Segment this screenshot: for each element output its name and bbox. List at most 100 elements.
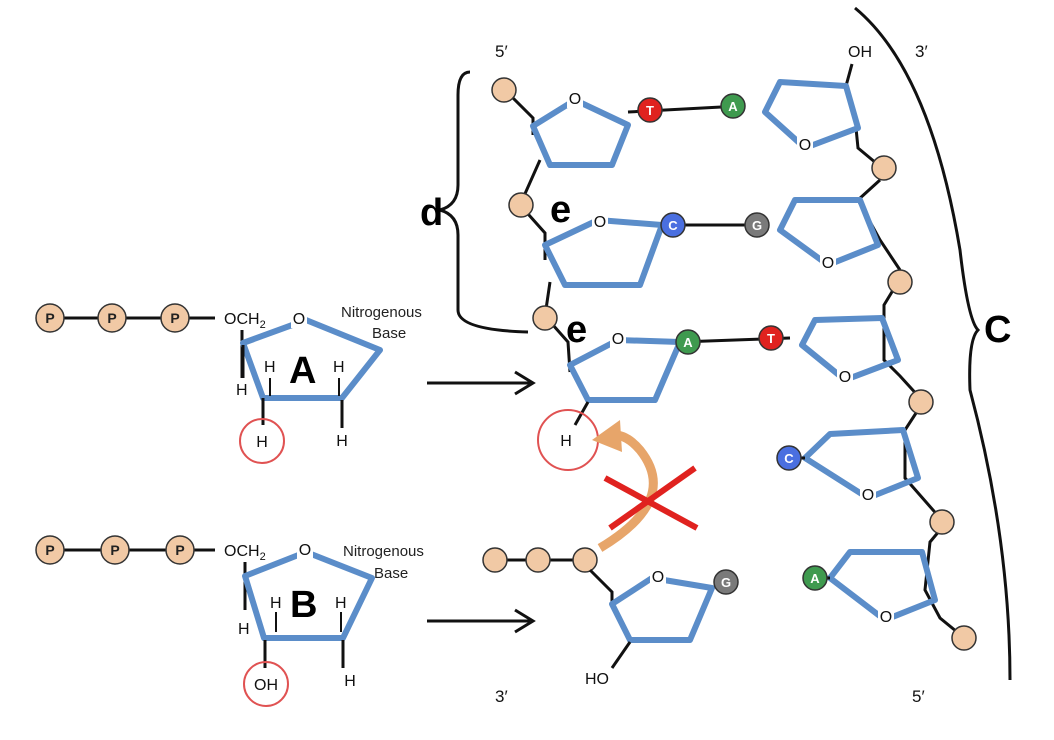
- base-g-row2: G: [744, 212, 770, 238]
- base-letter: A: [728, 99, 738, 114]
- oh-top: OH: [848, 44, 872, 61]
- incoming-nucleotide: O HO G 3′: [482, 547, 739, 706]
- phosphate-b-2: P: [100, 535, 130, 565]
- base-label-line1: Nitrogenous: [343, 543, 424, 560]
- phosphate-a-2: P: [97, 303, 127, 333]
- base-c-row2: C: [660, 212, 686, 238]
- brace-c: [854, 6, 1012, 681]
- phosphate: [951, 625, 977, 651]
- label-e-upper: e: [550, 189, 571, 231]
- h-bottom-right: H: [344, 673, 356, 690]
- h-left: H: [238, 621, 250, 638]
- phosphate: [908, 389, 934, 415]
- sugar-group-label: OCH2: [224, 311, 266, 331]
- ring-oxygen: O: [880, 609, 892, 626]
- end-label-5prime: 5′: [495, 42, 508, 61]
- sugar-ring: [542, 217, 665, 288]
- ring-oxygen: O: [569, 91, 581, 108]
- ring-oxygen: O: [293, 311, 305, 328]
- base-t-row1: T: [637, 97, 663, 123]
- phosphate-label: P: [170, 310, 179, 326]
- sugar-ring: [530, 97, 631, 168]
- phosphate-label: P: [107, 310, 116, 326]
- phosphate: [887, 269, 913, 295]
- base-letter: A: [683, 335, 693, 350]
- base-letter: A: [810, 571, 820, 586]
- brace-d: [434, 70, 529, 334]
- h-inner-right: H: [333, 359, 345, 376]
- sugar-ring: [609, 575, 715, 643]
- label-c: C: [984, 309, 1011, 351]
- terminal-h: H: [560, 433, 572, 450]
- phosphate-label: P: [175, 542, 184, 558]
- nucleotide-a: P P P OCH2 O Nitrogenous Base A H H H H …: [35, 303, 422, 464]
- phosphate: [532, 305, 558, 331]
- phosphate-b-3: P: [165, 535, 195, 565]
- blocked-arrow-head: [592, 420, 622, 452]
- phosphate-label: P: [45, 542, 54, 558]
- phosphate: [572, 547, 598, 573]
- phosphate: [508, 192, 534, 218]
- base-a-row1: A: [720, 93, 746, 119]
- h-bottom-right: H: [336, 433, 348, 450]
- ring-oxygen: O: [594, 214, 606, 231]
- sugar-ring: [827, 549, 938, 623]
- highlight-circle: [243, 661, 289, 707]
- phosphate-label: P: [45, 310, 54, 326]
- highlight-circle: [239, 418, 285, 464]
- end-label-3prime-bottom: 3′: [495, 687, 508, 706]
- base-label-line2: Base: [374, 565, 408, 582]
- label-b: B: [290, 584, 317, 626]
- end-label-3prime: 3′: [915, 42, 928, 61]
- base-a-right: A: [802, 565, 828, 591]
- phosphate-label: P: [110, 542, 119, 558]
- base-g-incoming: G: [713, 569, 739, 595]
- ring-oxygen: O: [822, 255, 834, 272]
- h-bottom-circled: H: [256, 434, 268, 451]
- phosphate-a-1: P: [35, 303, 65, 333]
- ring-oxygen: O: [652, 569, 664, 586]
- label-a: A: [289, 350, 316, 392]
- sugar-ring: [802, 427, 921, 501]
- left-strand: 5′ O O O H: [491, 42, 683, 471]
- base-label-line1: Nitrogenous: [341, 304, 422, 321]
- label-e-lower: e: [566, 309, 587, 351]
- label-d: d: [420, 192, 443, 234]
- cross-mark: [603, 465, 699, 531]
- base-letter: G: [721, 575, 731, 590]
- oh-circled: OH: [254, 677, 278, 694]
- phosphate: [929, 509, 955, 535]
- base-letter: G: [752, 218, 762, 233]
- base-a-row3: A: [675, 329, 701, 355]
- base-letter: C: [668, 218, 678, 233]
- sugar-group-label: OCH2: [224, 543, 266, 563]
- ring-oxygen: O: [612, 331, 624, 348]
- phosphate: [482, 547, 508, 573]
- ring-oxygen: O: [299, 542, 311, 559]
- base-letter: T: [646, 103, 654, 118]
- base-label-line2: Base: [372, 325, 406, 342]
- h-left: H: [236, 382, 248, 399]
- phosphate: [491, 77, 517, 103]
- phosphate: [525, 547, 551, 573]
- nucleotide-b: P P P OCH2 O Nitrogenous Base B H H H H …: [35, 535, 424, 707]
- phosphate: [871, 155, 897, 181]
- phosphate-a-3: P: [160, 303, 190, 333]
- ring-oxygen: O: [799, 137, 811, 154]
- arrow-a: [427, 370, 536, 396]
- base-c-right: C: [776, 445, 802, 471]
- arrow-b: [427, 608, 536, 634]
- h-inner-left: H: [264, 359, 276, 376]
- base-letter: C: [784, 451, 794, 466]
- phosphate-b-1: P: [35, 535, 65, 565]
- right-strand: OH 3′ O O O O O 5′: [762, 42, 977, 706]
- h-inner-right: H: [335, 595, 347, 612]
- end-label-5prime-bottom: 5′: [912, 687, 925, 706]
- ring-oxygen: O: [839, 369, 851, 386]
- h-inner-left: H: [270, 595, 282, 612]
- base-letter: T: [767, 331, 775, 346]
- base-t-row3: T: [758, 325, 784, 351]
- sugar-ring: [242, 549, 375, 641]
